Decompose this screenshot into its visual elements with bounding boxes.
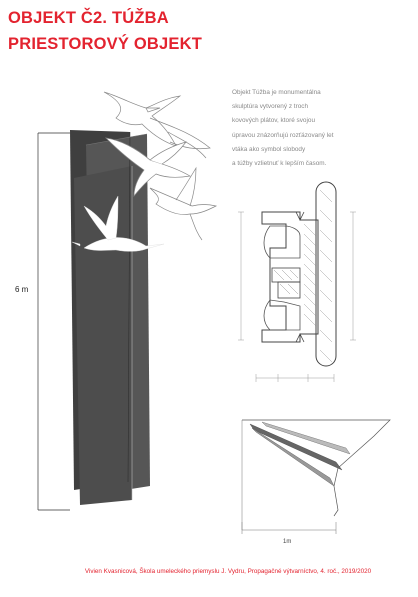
description-line: Objekt Túžba je monumentálna — [232, 89, 321, 96]
description-line: kovových plátov, ktoré svojou — [232, 117, 315, 125]
footer-credit: Vivien Kvasnicová, Škola umeleckého prie… — [84, 568, 372, 575]
description-text: Objekt Túžba je monumentálna skulptúra v… — [232, 86, 382, 171]
sculpture-drawing — [37, 91, 218, 511]
width-dimension-label: 1m — [283, 539, 292, 545]
height-dimension-line — [37, 132, 70, 511]
top-view-plate-c — [261, 421, 351, 455]
top-view-drawing — [241, 419, 391, 534]
plate-front — [74, 166, 132, 505]
cross-section-drawing — [238, 181, 356, 382]
height-dimension-label: 6 m — [15, 285, 29, 294]
description-line: skulptúra vytvorený z troch — [232, 103, 309, 111]
poster-title-line2: PRIESTOROVÝ OBJEKT — [8, 35, 203, 53]
flying-birds — [103, 91, 218, 241]
description-line: vtáka ako symbol slobody — [232, 145, 306, 153]
description-line: úpravou znázorňujú rozťázovaný let — [232, 131, 334, 139]
top-view-plate-b — [251, 427, 335, 487]
bird-cutout-front — [71, 195, 165, 252]
description-line: a túžby vzlietnuť k lepším časom. — [232, 160, 327, 168]
poster-title-line1: OBJEKT Č2. TÚŽBA — [8, 9, 169, 27]
top-view-plate-a — [249, 423, 343, 471]
